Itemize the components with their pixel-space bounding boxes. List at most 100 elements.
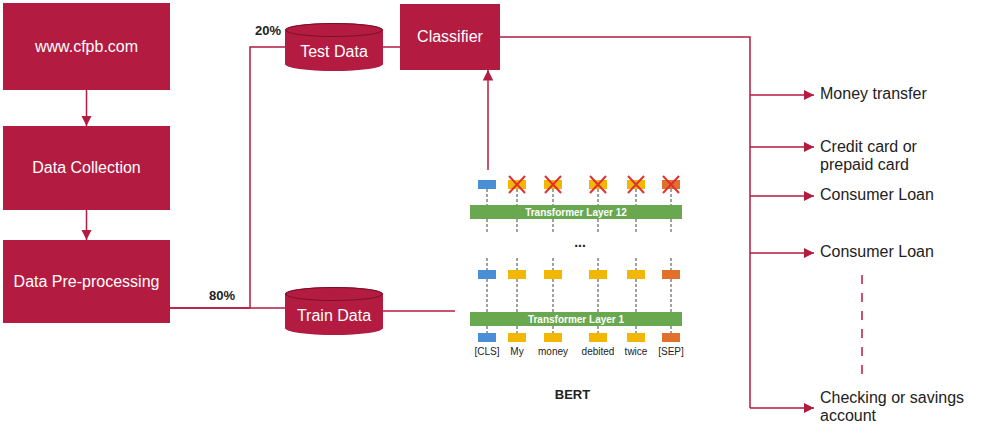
- dashed-link: [671, 219, 672, 232]
- mask-cross: [545, 176, 561, 193]
- mask-cross: [628, 176, 644, 193]
- embedding-block: [662, 270, 680, 279]
- node-label: Transformer Layer 1: [528, 314, 624, 325]
- connector: [383, 46, 400, 48]
- embedding-block: [589, 270, 607, 279]
- database-cylinder: Train Data: [285, 287, 383, 335]
- dashed-link: [553, 326, 554, 333]
- token: debited: [582, 346, 615, 358]
- dashed-link: [553, 219, 554, 232]
- dashed-link: [598, 189, 599, 205]
- dashed-link: [487, 189, 488, 205]
- dashed-link: [636, 219, 637, 232]
- token: money: [538, 346, 568, 358]
- connector: [86, 90, 88, 126]
- connector: [170, 307, 285, 309]
- token: [SEP]: [658, 346, 684, 358]
- dashed-link: [636, 189, 637, 205]
- model-figure: BERT Transformer Layer 12 Transformer Laye…: [455, 170, 690, 402]
- dashed-link: [636, 258, 637, 270]
- source-box: www.cfpb.com: [3, 3, 170, 90]
- edge-label: 80%: [207, 289, 237, 304]
- embedding-block: [627, 333, 645, 342]
- embedding-block: [589, 333, 607, 342]
- dashed-link: [598, 326, 599, 333]
- embedding-block: [627, 270, 645, 279]
- dashed-link: [671, 326, 672, 333]
- node-label: Data Pre-processing: [14, 273, 160, 291]
- output-arrow: [750, 146, 814, 148]
- embedding-block: [662, 333, 680, 342]
- mask-cross: [509, 176, 525, 193]
- cylinder-body: [285, 287, 383, 335]
- edge-label: 20%: [253, 24, 283, 39]
- node-label: Transformer Layer 12: [525, 207, 627, 218]
- output-arrow: [750, 407, 814, 409]
- mask-cross: [663, 176, 679, 193]
- dashed-link: [598, 258, 599, 270]
- dashed-link: [517, 279, 518, 312]
- output-arrow: [750, 195, 814, 197]
- cylinder-top: [286, 24, 383, 37]
- dashed-link: [487, 219, 488, 232]
- node-label: www.cfpb.com: [35, 38, 138, 56]
- dashed-link: [487, 258, 488, 270]
- embedding-block: [508, 270, 526, 279]
- process-box: Data Collection: [3, 126, 170, 210]
- output-trunk: [500, 37, 750, 408]
- token: My: [510, 346, 523, 358]
- dashed-link: [636, 279, 637, 312]
- cylinder-body: [285, 23, 383, 71]
- dashed-link: [517, 326, 518, 333]
- embedding-block: [478, 180, 496, 189]
- class-label: Consumer Loan: [820, 243, 934, 261]
- dashed-link: [517, 219, 518, 232]
- dashed-link: [598, 279, 599, 312]
- node-label: Train Data: [297, 307, 371, 325]
- node-label: Test Data: [300, 43, 368, 61]
- node-label: Data Collection: [32, 159, 141, 177]
- embedding-block: [478, 270, 496, 279]
- class-label: Money transfer: [820, 85, 927, 103]
- connector: [487, 70, 489, 170]
- transformer-layer: Transformer Layer 12: [470, 205, 682, 219]
- output-arrow: [750, 94, 814, 96]
- dashed-link: [636, 326, 637, 333]
- token: twice: [625, 346, 648, 358]
- embedding-block: [478, 333, 496, 342]
- classifier-box: Classifier: [400, 4, 500, 70]
- cylinder-top: [286, 288, 383, 301]
- connector: [383, 310, 455, 312]
- mask-cross: [590, 176, 606, 193]
- embedding-block: [508, 333, 526, 342]
- dashed-link: [671, 189, 672, 205]
- class-label: Credit card or prepaid card: [820, 138, 950, 175]
- dashed-link: [671, 258, 672, 270]
- transformer-layer: Transformer Layer 1: [470, 312, 682, 326]
- mask-cross: [545, 176, 561, 193]
- dashed-link: [553, 189, 554, 205]
- connector: [170, 47, 285, 308]
- node-label: Classifier: [417, 28, 483, 46]
- dashed-link: [598, 219, 599, 232]
- embedding-block: [544, 270, 562, 279]
- token: [CLS]: [474, 346, 499, 358]
- dashed-link: [517, 258, 518, 270]
- figure-caption: BERT: [455, 387, 690, 402]
- continuation-line: [861, 275, 863, 382]
- dashed-link: [553, 258, 554, 270]
- process-box: Data Pre-processing: [3, 240, 170, 323]
- embedding-block: [544, 333, 562, 342]
- dashed-link: [487, 326, 488, 333]
- mask-cross: [509, 176, 525, 193]
- ellipsis: ...: [574, 234, 586, 250]
- mask-cross: [590, 176, 606, 193]
- output-arrow: [750, 252, 814, 254]
- connector: [86, 210, 88, 240]
- dashed-link: [487, 279, 488, 312]
- mask-cross: [663, 176, 679, 193]
- dashed-link: [553, 279, 554, 312]
